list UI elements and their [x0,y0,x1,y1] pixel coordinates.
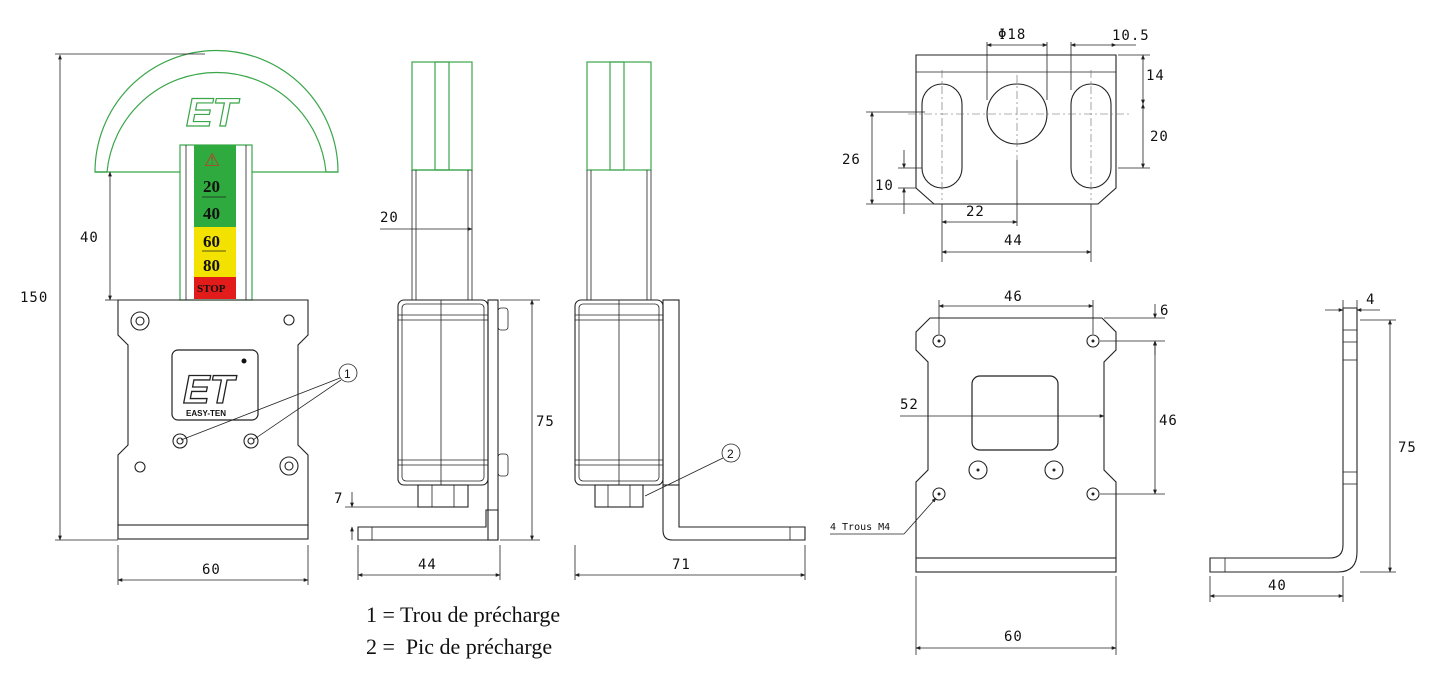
legend-line-2: 2 = Pic de précharge [366,634,553,659]
dim-14: 14 [1146,68,1165,84]
dim-10-slot: 10 [875,178,894,194]
scale-label-20: 20 [203,177,220,196]
callout-1 [338,363,358,383]
top-detail: Φ18 10.5 14 20 26 10 22 44 [842,27,1169,262]
dim-10-5: 10.5 [1112,28,1150,44]
side-view-a: 20 75 7 44 [334,61,555,580]
dim-26: 26 [842,152,861,168]
dim-7: 7 [334,491,343,507]
logo-plate [171,349,259,421]
dim-75-bracket: 75 [1398,440,1417,456]
dim-71: 71 [672,557,691,573]
plate-brand: EASY-TEN [186,409,226,418]
callout-1-label: 1 [344,367,351,381]
bracket-plate [915,317,1117,559]
front-view: ET ⚠ 20 40 60 80 STOP ET EASY-TEN [20,49,358,585]
dim-46-top: 46 [1004,289,1023,305]
dim-60-bracket: 60 [1004,629,1023,645]
dim-40: 40 [80,230,99,246]
dim-46-vertical: 46 [1159,413,1178,429]
scale-yellow [194,227,236,277]
bracket-front: 46 6 52 46 4 Trous M4 60 [830,289,1178,655]
dim-phi18: Φ18 [998,27,1026,43]
legend-line-1: 1 = Trou de précharge [366,602,561,627]
callout-2-label: 2 [727,447,734,461]
dim-40-bracket: 40 [1268,578,1287,594]
scale-red [194,277,236,299]
dim-60-front: 60 [202,562,221,578]
preload-hole-left [172,433,188,449]
dim-20-slot: 20 [1150,129,1169,145]
dim-4: 4 [1366,292,1375,308]
callout-2 [721,443,741,463]
preload-hole-right [243,433,259,449]
warning-icon: ⚠ [204,150,220,171]
scale-label-stop: STOP [197,283,226,295]
dim-20-stem: 20 [380,210,399,226]
side-view-b: 2 71 [574,61,806,580]
bracket-l-profile [1209,307,1358,573]
dim-44-top: 44 [1004,233,1023,249]
scale-label-40: 40 [203,204,220,223]
scale-label-80: 80 [203,256,220,275]
dim-22: 22 [966,204,985,220]
housing-a [397,299,489,486]
dim-6: 6 [1160,303,1169,319]
bracket-side: 4 75 40 [1209,292,1417,602]
note-4-trous-m4: 4 Trous M4 [830,522,890,533]
plate-logo: ET [183,368,238,412]
scale-label-60: 60 [203,232,220,251]
dim-75-side: 75 [536,414,555,430]
dim-150: 150 [20,290,48,306]
scale-green [194,145,236,227]
dim-44-side: 44 [418,557,437,573]
slot-plate [915,54,1117,205]
dome-logo: ET [186,91,241,135]
dim-52: 52 [900,397,919,413]
bracket-window [971,375,1059,451]
